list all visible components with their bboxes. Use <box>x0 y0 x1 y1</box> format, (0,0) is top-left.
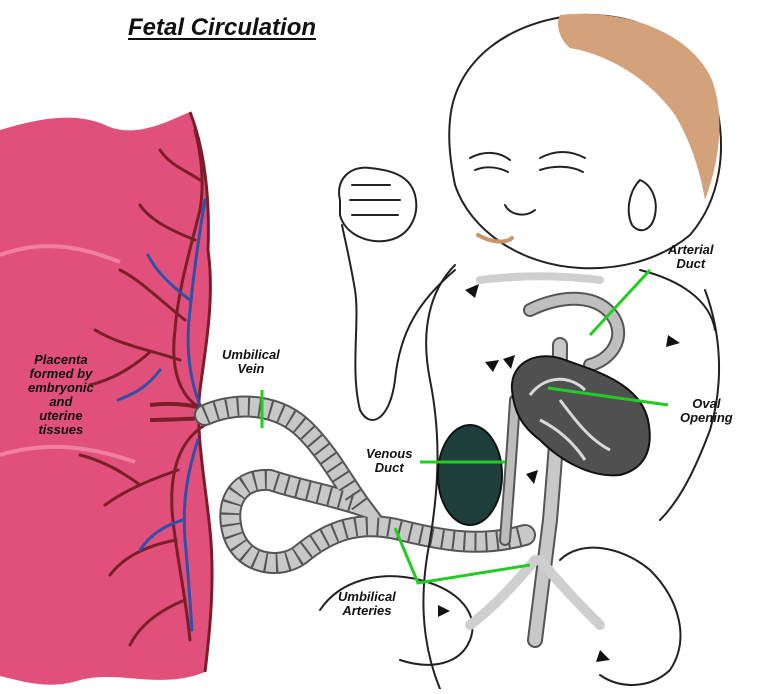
diagram-title: Fetal Circulation <box>128 14 316 42</box>
label-oval-opening: Oval Opening <box>680 397 733 425</box>
eye-right <box>540 152 585 172</box>
label-umbilical-vein: Umbilical Vein <box>222 348 280 376</box>
baby-outline <box>320 14 721 689</box>
liver <box>438 425 502 525</box>
label-arterial-duct: Arterial Duct <box>668 243 714 271</box>
eye-left <box>470 153 510 172</box>
fist <box>339 168 416 242</box>
label-placenta: Placenta formed by embryonic and uterine… <box>28 353 94 437</box>
heart <box>512 356 650 475</box>
ear <box>629 180 656 230</box>
nose <box>505 205 535 215</box>
label-venous-duct: Venous Duct <box>366 447 412 475</box>
left-arm-outline <box>342 225 455 420</box>
shoulder-right <box>640 270 715 330</box>
label-umbilical-arteries: Umbilical Arteries <box>338 590 396 618</box>
